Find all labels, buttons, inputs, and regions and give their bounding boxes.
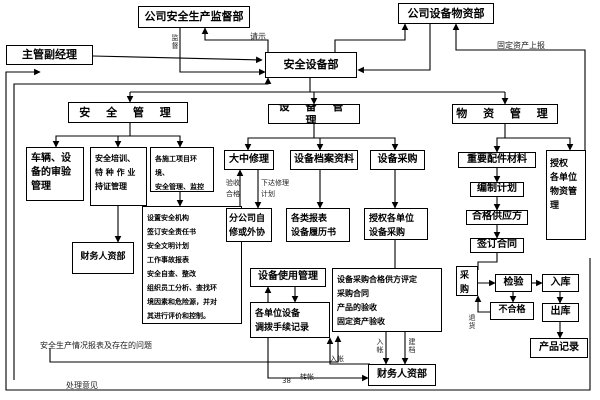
line-return (474, 295, 490, 313)
parts-materials-node: 重要配件材料 (458, 152, 536, 168)
equipment-dept-node: 安全设备部 (265, 52, 357, 78)
entry-account-label: 入帐 (330, 355, 344, 363)
handling-label: 处理意见 (66, 381, 98, 390)
line-center-to-materials-dept (334, 23, 409, 55)
store-node: 入库 (542, 274, 579, 292)
line-supervision-down (179, 28, 266, 76)
procure-node: 采购 (456, 266, 478, 296)
finance-dept-node-1: 财务人资部 (72, 242, 134, 274)
return-goods-label: 退货 (468, 314, 476, 330)
reports-node: 各类报表设备履历书 (286, 208, 350, 242)
line-finance-to-records (326, 337, 370, 365)
authorize-purchase-node: 授权各单位设备采购 (364, 208, 428, 240)
overhaul-check-label: 验收合格 (226, 179, 240, 198)
line-contract-down (477, 253, 498, 270)
equipment-purchase-node: 设备采购 (370, 150, 425, 170)
dispatch-node: 出库 (542, 303, 579, 322)
overhaul-node: 大中修理 (224, 150, 274, 170)
build-account-label: 建档 (408, 338, 416, 354)
finance-dept-node-2: 财务人资部 (368, 364, 436, 386)
vice-manager-node: 主管副经理 (6, 45, 93, 65)
site-environment-node: 各施工项目环境、安全管理、监控 (150, 147, 214, 192)
equipment-usage-node: 设备使用管理 (250, 268, 326, 287)
supervise-label: 监督 (171, 34, 179, 50)
qualified-supplier-node: 合格供应方 (466, 210, 528, 225)
line-material-down (493, 124, 506, 153)
safety-duties-node: 设置安全机构签订安全责任书 安全文明计划工作事故报表 安全自查、整改组织员工分析… (142, 206, 242, 324)
sign-contract-node: 签订合同 (470, 238, 524, 253)
line-center-to-supervision (201, 27, 269, 55)
product-record-node: 产品记录 (530, 338, 588, 358)
line-records-to-finance (267, 338, 369, 382)
purchase-list-node: 设备采购合格供方评定采购合同 产品的验收固定资产验收 (332, 268, 442, 332)
line-left-feedback (13, 77, 272, 380)
materials-dept-node: 公司设备物资部 (398, 3, 494, 24)
line-equip-to-purchase (314, 137, 399, 151)
transfer-account-label: 转帐 (300, 373, 314, 381)
line-materials-dept-down (357, 24, 431, 74)
request-label: 请示 (250, 32, 266, 41)
unit-records-node: 各单位设备调拨手续记录 (250, 302, 330, 338)
line-right-vertical (5, 68, 591, 391)
entry-account-vertical-label: 入帐 (376, 338, 384, 354)
branch-repair-node: 分公司自修或外协 (226, 208, 272, 242)
line-vice-manager (92, 55, 263, 64)
compile-plan-node: 编制计划 (470, 182, 524, 197)
safety-management-node: 安 全 管 理 (68, 102, 188, 123)
line-safety-to-site (130, 135, 184, 148)
supervision-dept-node: 公司安全生产监督部 (138, 6, 250, 28)
line-equip-down (244, 124, 315, 151)
material-management-node: 物 资 管 理 (452, 104, 558, 124)
margin-number-label: 38 (282, 377, 291, 385)
line-safety-down (52, 123, 131, 148)
equipment-management-node: 设 备 管 理 (268, 104, 360, 124)
vehicle-review-node: 车辆、设备的审验管理 (26, 147, 84, 201)
line-problems-report (49, 335, 342, 363)
unqualified-node: 不合格 (490, 302, 534, 320)
line-fixed-asset-report (452, 23, 586, 218)
inspect-node: 检验 (495, 274, 532, 292)
equipment-archives-node: 设备档案资料 (290, 150, 358, 170)
safety-training-node: 安全培训、特 种 作 业持证管理 (90, 147, 147, 206)
safety-problems-label: 安全生产情况报表及存在的问题 (40, 341, 152, 350)
overhaul-plan-label: 下达修理计划 (261, 179, 289, 198)
authorize-materials-node: 授权各单位 物资管理 (546, 150, 586, 240)
fixed-asset-report-label: 固定资产上报 (497, 41, 545, 50)
line-material-to-authorize (505, 137, 574, 151)
